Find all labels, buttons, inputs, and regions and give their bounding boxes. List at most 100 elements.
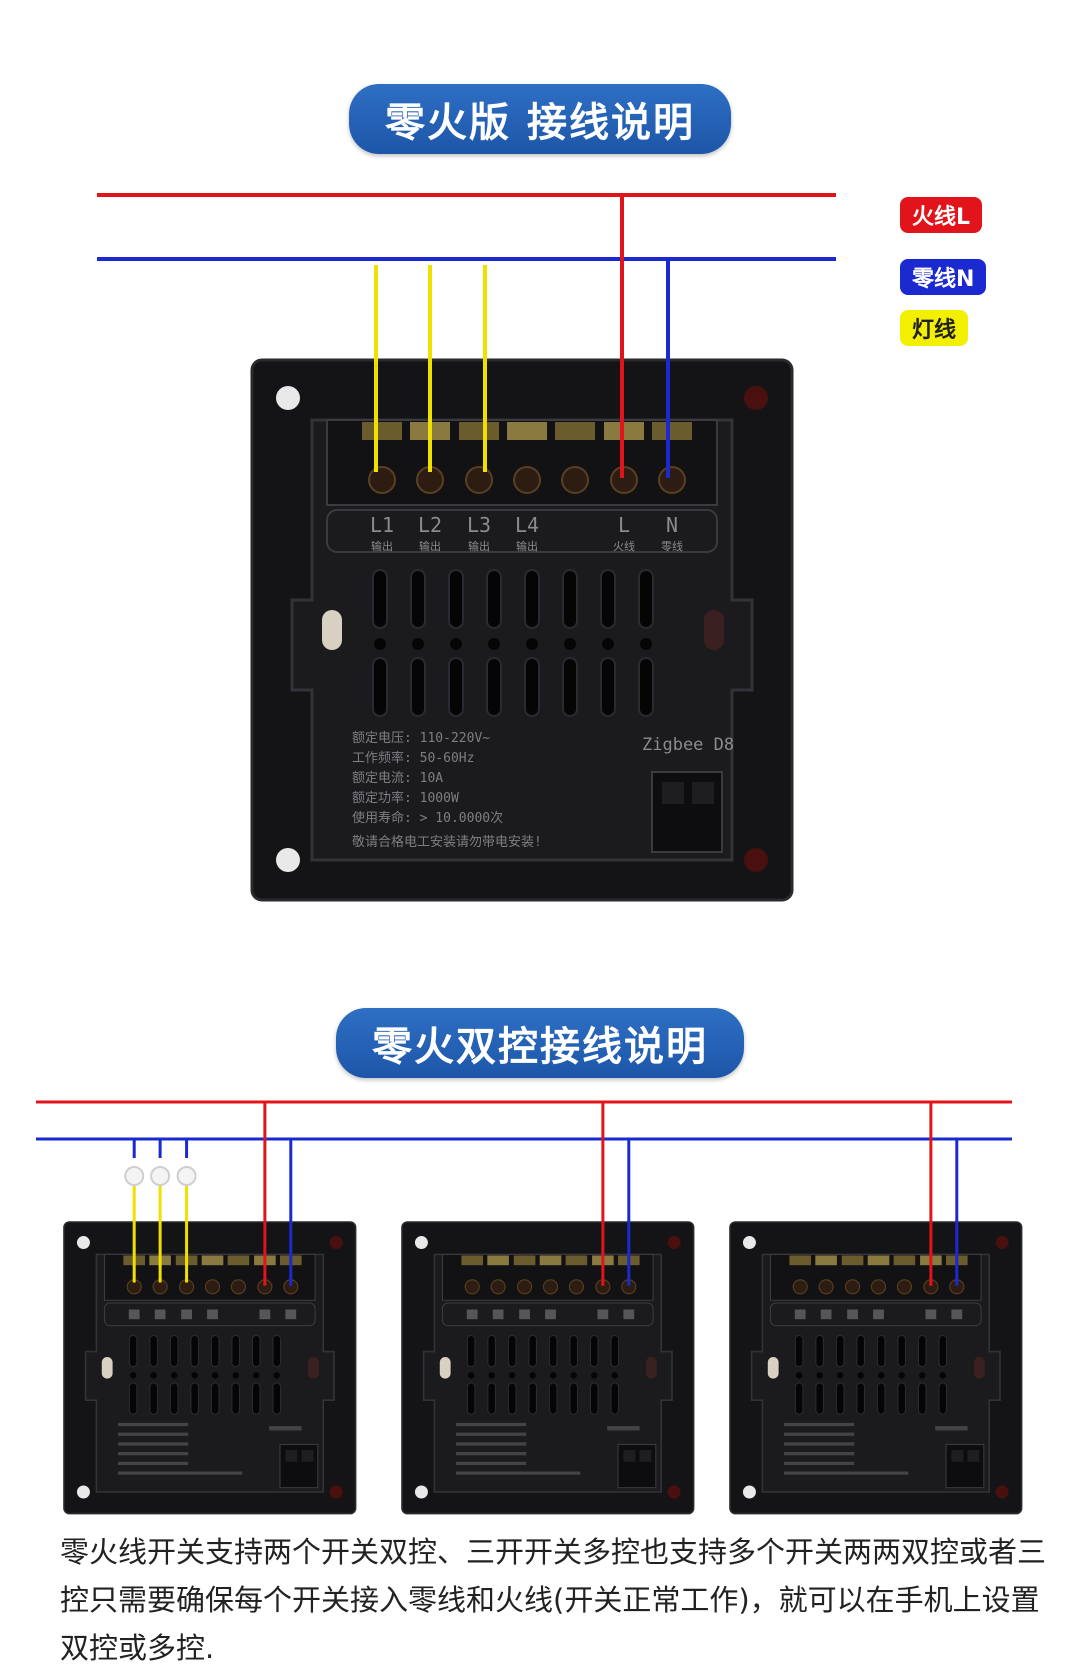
main-vent-slot-icon (524, 657, 540, 717)
dual-2-vent-slot-icon (548, 1382, 558, 1415)
dual-1-screw-hole-icon (329, 1485, 343, 1499)
main-vent-slot-icon (372, 657, 388, 717)
dual-2-model-mark (607, 1426, 640, 1431)
dual-2-switch-device (401, 1221, 695, 1515)
dual-3-spec-line-mark (784, 1452, 855, 1456)
main-vent-slot-icon (410, 569, 426, 629)
dual-3-vent-slot-icon (794, 1334, 804, 1368)
dual-3-terminal-hole-icon (845, 1279, 861, 1295)
dual-3-vent-hole-icon (919, 1372, 926, 1379)
dual-2-vent-hole-icon (570, 1372, 577, 1379)
dual-wiring-diagram (36, 1100, 1023, 1515)
dual-1-vent-slot-icon (190, 1334, 200, 1368)
main-vent-hole-icon (374, 638, 386, 650)
main-vent-slot-icon (486, 657, 502, 717)
main-spec-line: 工作频率: 50-60Hz (352, 750, 474, 766)
main-terminal-label: N (666, 513, 678, 537)
main-spec-line: 额定功率: 1000W (352, 790, 459, 806)
main-vent-slot-icon (524, 569, 540, 629)
dual-1-vent-hole-icon (191, 1372, 198, 1379)
dual-2-vent-slot-icon (569, 1334, 579, 1368)
main-vent-hole-icon (564, 638, 576, 650)
section-title-dual: 零火双控接线说明 (336, 1008, 744, 1078)
dual-1-terminal-label-mark (181, 1309, 192, 1320)
main-vent-hole-icon (526, 638, 538, 650)
dual-3-vent-hole-icon (857, 1372, 864, 1379)
dual-1-vent-slot-icon (272, 1382, 282, 1415)
dual-1-vent-slot-icon (231, 1334, 241, 1368)
dual-3-label-rail (769, 1302, 982, 1327)
dual-3-module-housing (750, 1253, 1001, 1493)
main-vent-slot-icon (638, 657, 654, 717)
dual-3-terminal-hole-icon (792, 1279, 808, 1295)
dual-1-model-mark (269, 1426, 302, 1431)
dual-1-terminal-label-mark (207, 1309, 218, 1320)
dual-2-vent-slot-icon (589, 1382, 599, 1415)
legend-lamp-wire: 灯线 (900, 310, 969, 346)
dual-3-vent-slot-icon (794, 1382, 804, 1415)
main-connector-pin-icon (662, 782, 684, 804)
dual-1-terminal-label-mark (285, 1309, 297, 1320)
main-vent-slot-icon (638, 569, 654, 629)
dual-2-vent-hole-icon (467, 1372, 475, 1379)
main-vent-hole-icon (488, 638, 500, 650)
dual-3-screw-hole-icon (995, 1485, 1009, 1499)
main-terminal-label: L2 (418, 513, 442, 537)
dual-1-terminal-screw-icon (201, 1255, 224, 1266)
dual-2-vent-hole-icon (529, 1372, 536, 1379)
dual-3-spec-line-mark (784, 1422, 855, 1427)
dual-2-terminal-label-mark (545, 1309, 556, 1320)
dual-1-screw-hole-icon (76, 1236, 90, 1249)
dual-1-connector-pin-icon (301, 1449, 314, 1462)
dual-1-spec-line-mark (118, 1442, 189, 1446)
main-spec-line: 使用寿命: > 10.0000次 (352, 810, 503, 826)
dual-2-vent-slot-icon (528, 1334, 538, 1368)
legend-neutral-wire: 零线N (900, 259, 987, 295)
dual-2-terminal-hole-icon (517, 1279, 533, 1295)
dual-1-vent-slot-icon (210, 1382, 220, 1415)
dual-1-vent-slot-icon (272, 1334, 282, 1368)
dual-2-vent-slot-icon (610, 1334, 620, 1368)
dual-3-vent-slot-icon (938, 1334, 948, 1368)
dual-3-vent-slot-icon (876, 1334, 886, 1368)
dual-3-terminal-label-mark (951, 1309, 963, 1320)
dual-1-module-housing (84, 1253, 335, 1493)
dual-3-side-slot-icon (767, 1357, 779, 1379)
dual-2-vent-hole-icon (549, 1372, 557, 1379)
dual-2-connector-pin-icon (623, 1449, 636, 1462)
dual-3-screw-hole-icon (995, 1236, 1009, 1249)
dual-2-vent-slot-icon (528, 1382, 538, 1415)
dual-2-spec-line-mark (456, 1422, 527, 1427)
dual-2-screw-hole-icon (667, 1236, 681, 1249)
dual-1-spec-line-mark (118, 1452, 189, 1456)
dual-3-terminal-screw-icon (841, 1255, 864, 1266)
dual-1-vent-slot-icon (128, 1334, 138, 1368)
dual-1-switch-device (63, 1221, 357, 1515)
dual-2-terminal-hole-icon (490, 1279, 506, 1295)
dual-2-module-housing (422, 1253, 673, 1493)
dual-1-vent-hole-icon (170, 1372, 178, 1379)
main-terminal-sub-label: 输出 (419, 539, 441, 553)
main-terminal-screw-icon (652, 422, 692, 440)
dual-1-spec-line-mark (118, 1461, 189, 1465)
dual-1-connector-pin-icon (285, 1449, 298, 1462)
dual-3-screw-hole-icon (742, 1236, 756, 1249)
dual-2-terminal-screw-icon (565, 1255, 588, 1266)
dual-2-terminal-screw-icon (539, 1255, 562, 1266)
dual-3-terminal-screw-icon (893, 1255, 916, 1266)
dual-3-terminal-hole-icon (896, 1279, 912, 1295)
dual-1-vent-hole-icon (273, 1372, 280, 1379)
main-warning-text: 敬请合格电工安装请勿带电安装! (352, 834, 542, 850)
section-title-single: 零火版 接线说明 (349, 84, 731, 154)
dual-2-vent-slot-icon (466, 1382, 476, 1415)
legend-live-wire: 火线L (900, 197, 983, 233)
dual-3-vent-slot-icon (856, 1334, 866, 1368)
dual-1-vent-hole-icon (129, 1372, 137, 1379)
dual-3-terminal-screw-icon (867, 1255, 890, 1266)
main-terminal-hole-icon (658, 466, 686, 494)
dual-3-vent-slot-icon (835, 1382, 845, 1415)
lamp-bulb-icon (176, 1166, 197, 1186)
dual-1-side-slot-icon (101, 1357, 113, 1379)
dual-2-vent-hole-icon (488, 1372, 495, 1379)
dual-2-vent-slot-icon (589, 1334, 599, 1368)
